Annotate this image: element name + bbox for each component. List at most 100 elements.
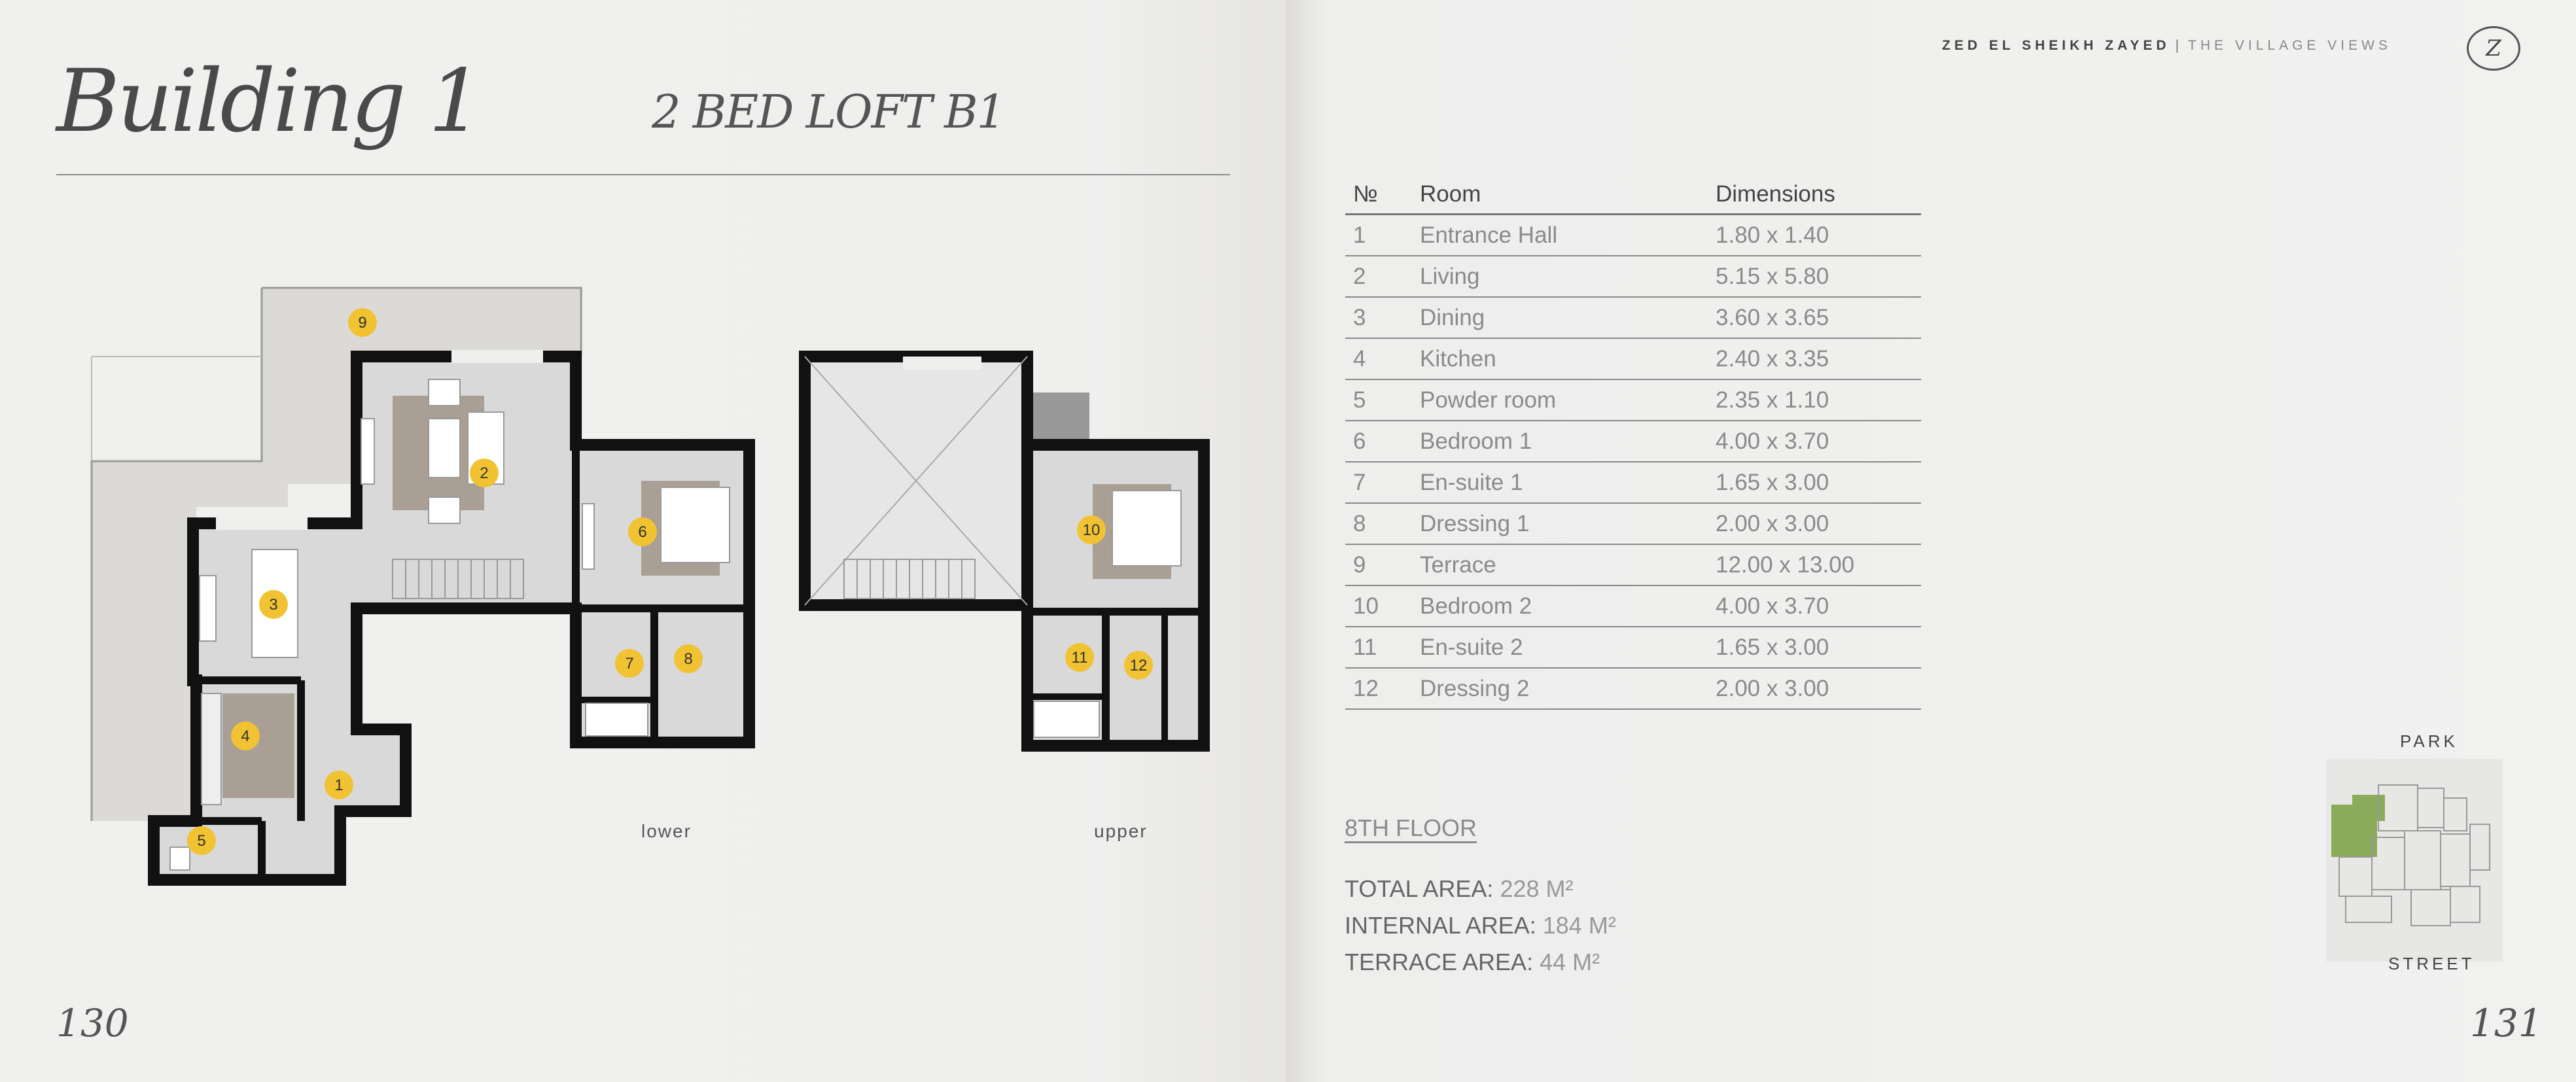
svg-text:9: 9 — [358, 314, 366, 332]
row-number: 5 — [1345, 379, 1412, 421]
upper-floor-label: upper — [1094, 821, 1148, 841]
area-value: 228 M² — [1500, 875, 1574, 902]
lower-floor-plan — [148, 350, 755, 886]
upper-floor-plan — [799, 351, 1210, 752]
room-marker: 10 — [1077, 515, 1106, 544]
area-label: TOTAL AREA: — [1345, 875, 1494, 902]
room-marker: 12 — [1124, 651, 1153, 680]
brand-logo: Z — [2467, 26, 2520, 71]
svg-text:4: 4 — [241, 727, 249, 745]
svg-text:12: 12 — [1130, 657, 1148, 674]
row-number: 4 — [1345, 338, 1412, 380]
row-dimensions: 1.65 x 3.00 — [1708, 462, 1921, 504]
room-marker: 5 — [187, 826, 216, 855]
row-number: 3 — [1345, 297, 1412, 339]
row-dimensions: 12.00 x 13.00 — [1708, 544, 1921, 586]
floor-plans: 1 2 3 4 5 6 7 8 9 10 11 12 — [90, 287, 1210, 886]
svg-text:3: 3 — [269, 596, 277, 614]
row-number: 11 — [1345, 627, 1412, 669]
right-page-number: 131 — [2470, 1001, 2543, 1045]
brand-separator: | — [2175, 38, 2183, 53]
left-page-number: 130 — [56, 1001, 129, 1045]
row-number: 9 — [1345, 544, 1412, 586]
row-room: En-suite 1 — [1412, 462, 1708, 504]
row-dimensions: 1.65 x 3.00 — [1708, 627, 1921, 669]
row-dimensions: 2.00 x 3.00 — [1708, 668, 1921, 710]
row-dimensions: 2.35 x 1.10 — [1708, 379, 1921, 421]
room-marker: 2 — [470, 459, 499, 487]
brand-name: ZED EL SHEIKH ZAYED — [1942, 38, 2170, 53]
lower-floor-label: lower — [641, 821, 692, 841]
row-number: 6 — [1345, 421, 1412, 462]
brand-subtitle: THE VILLAGE VIEWS — [2188, 38, 2391, 53]
brand-header: ZED EL SHEIKH ZAYED | THE VILLAGE VIEWS — [1942, 38, 2391, 54]
svg-text:5: 5 — [197, 832, 205, 850]
row-room: Dressing 2 — [1412, 668, 1708, 710]
terrace-area-text: TERRACE AREA: 44 M² — [1345, 949, 1600, 976]
unit-type-title: 2 BED LOFT B1 — [652, 85, 1006, 139]
room-marker: 11 — [1065, 643, 1094, 672]
title-divider — [56, 174, 1230, 175]
svg-text:8: 8 — [684, 650, 692, 668]
row-number: 12 — [1345, 668, 1412, 710]
building-title: Building 1 — [56, 51, 484, 152]
row-dimensions: 4.00 x 3.70 — [1708, 585, 1921, 627]
row-room: Kitchen — [1412, 338, 1708, 380]
room-marker: 3 — [259, 590, 288, 619]
row-room: Entrance Hall — [1412, 214, 1708, 256]
row-dimensions: 2.40 x 3.35 — [1708, 338, 1921, 380]
area-value: 44 M² — [1540, 949, 1600, 975]
svg-text:6: 6 — [638, 523, 646, 541]
row-room: Terrace — [1412, 544, 1708, 586]
room-markers: 1 2 3 4 5 6 7 8 9 10 11 12 — [187, 308, 1153, 855]
internal-area: INTERNAL AREA: 184 M² — [1345, 912, 1616, 939]
row-number: 7 — [1345, 462, 1412, 504]
room-marker: 7 — [615, 649, 644, 678]
row-dimensions: 5.15 x 5.80 — [1708, 256, 1921, 298]
floor-label: 8TH FLOOR — [1345, 814, 1477, 841]
table-header-row: № Room Dimensions — [1345, 175, 1921, 215]
site-plan-map — [2326, 759, 2503, 962]
header-number: № — [1345, 175, 1412, 215]
row-room: Dining — [1412, 297, 1708, 339]
row-room: Bedroom 1 — [1412, 421, 1708, 462]
room-marker: 1 — [325, 771, 353, 799]
svg-text:10: 10 — [1083, 521, 1101, 539]
row-room: Powder room — [1412, 379, 1708, 421]
row-number: 2 — [1345, 256, 1412, 298]
row-dimensions: 3.60 x 3.65 — [1708, 297, 1921, 339]
header-room: Room — [1412, 175, 1708, 215]
area-value: 184 M² — [1542, 912, 1616, 939]
room-marker: 6 — [628, 517, 657, 546]
row-dimensions: 2.00 x 3.00 — [1708, 503, 1921, 545]
svg-text:1: 1 — [334, 777, 343, 794]
svg-text:2: 2 — [480, 464, 488, 482]
row-number: 10 — [1345, 585, 1412, 627]
svg-text:11: 11 — [1072, 649, 1088, 667]
row-room: En-suite 2 — [1412, 627, 1708, 669]
site-plan-top-label: PARK — [2400, 731, 2458, 751]
row-room: Bedroom 2 — [1412, 585, 1708, 627]
row-dimensions: 4.00 x 3.70 — [1708, 421, 1921, 462]
row-number: 1 — [1345, 214, 1412, 256]
area-label: TERRACE AREA: — [1345, 949, 1534, 975]
area-label: INTERNAL AREA: — [1345, 912, 1536, 939]
row-room: Living — [1412, 256, 1708, 298]
room-marker: 4 — [231, 722, 260, 750]
total-area: TOTAL AREA: 228 M² — [1345, 875, 1573, 903]
row-room: Dressing 1 — [1412, 503, 1708, 545]
header-dimensions: Dimensions — [1708, 175, 1921, 215]
room-marker: 9 — [348, 308, 377, 337]
